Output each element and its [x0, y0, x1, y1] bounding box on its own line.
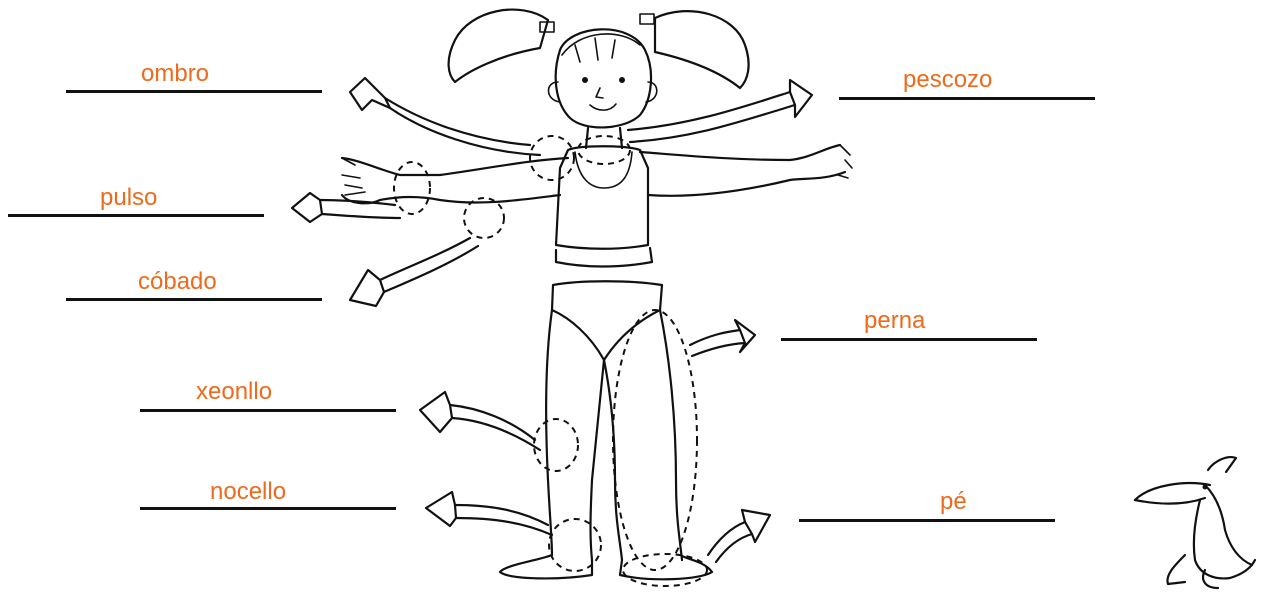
- bird-icon: [0, 0, 1261, 596]
- body-parts-worksheet: ombro pulso cóbado xeonllo nocello pesco…: [0, 0, 1261, 596]
